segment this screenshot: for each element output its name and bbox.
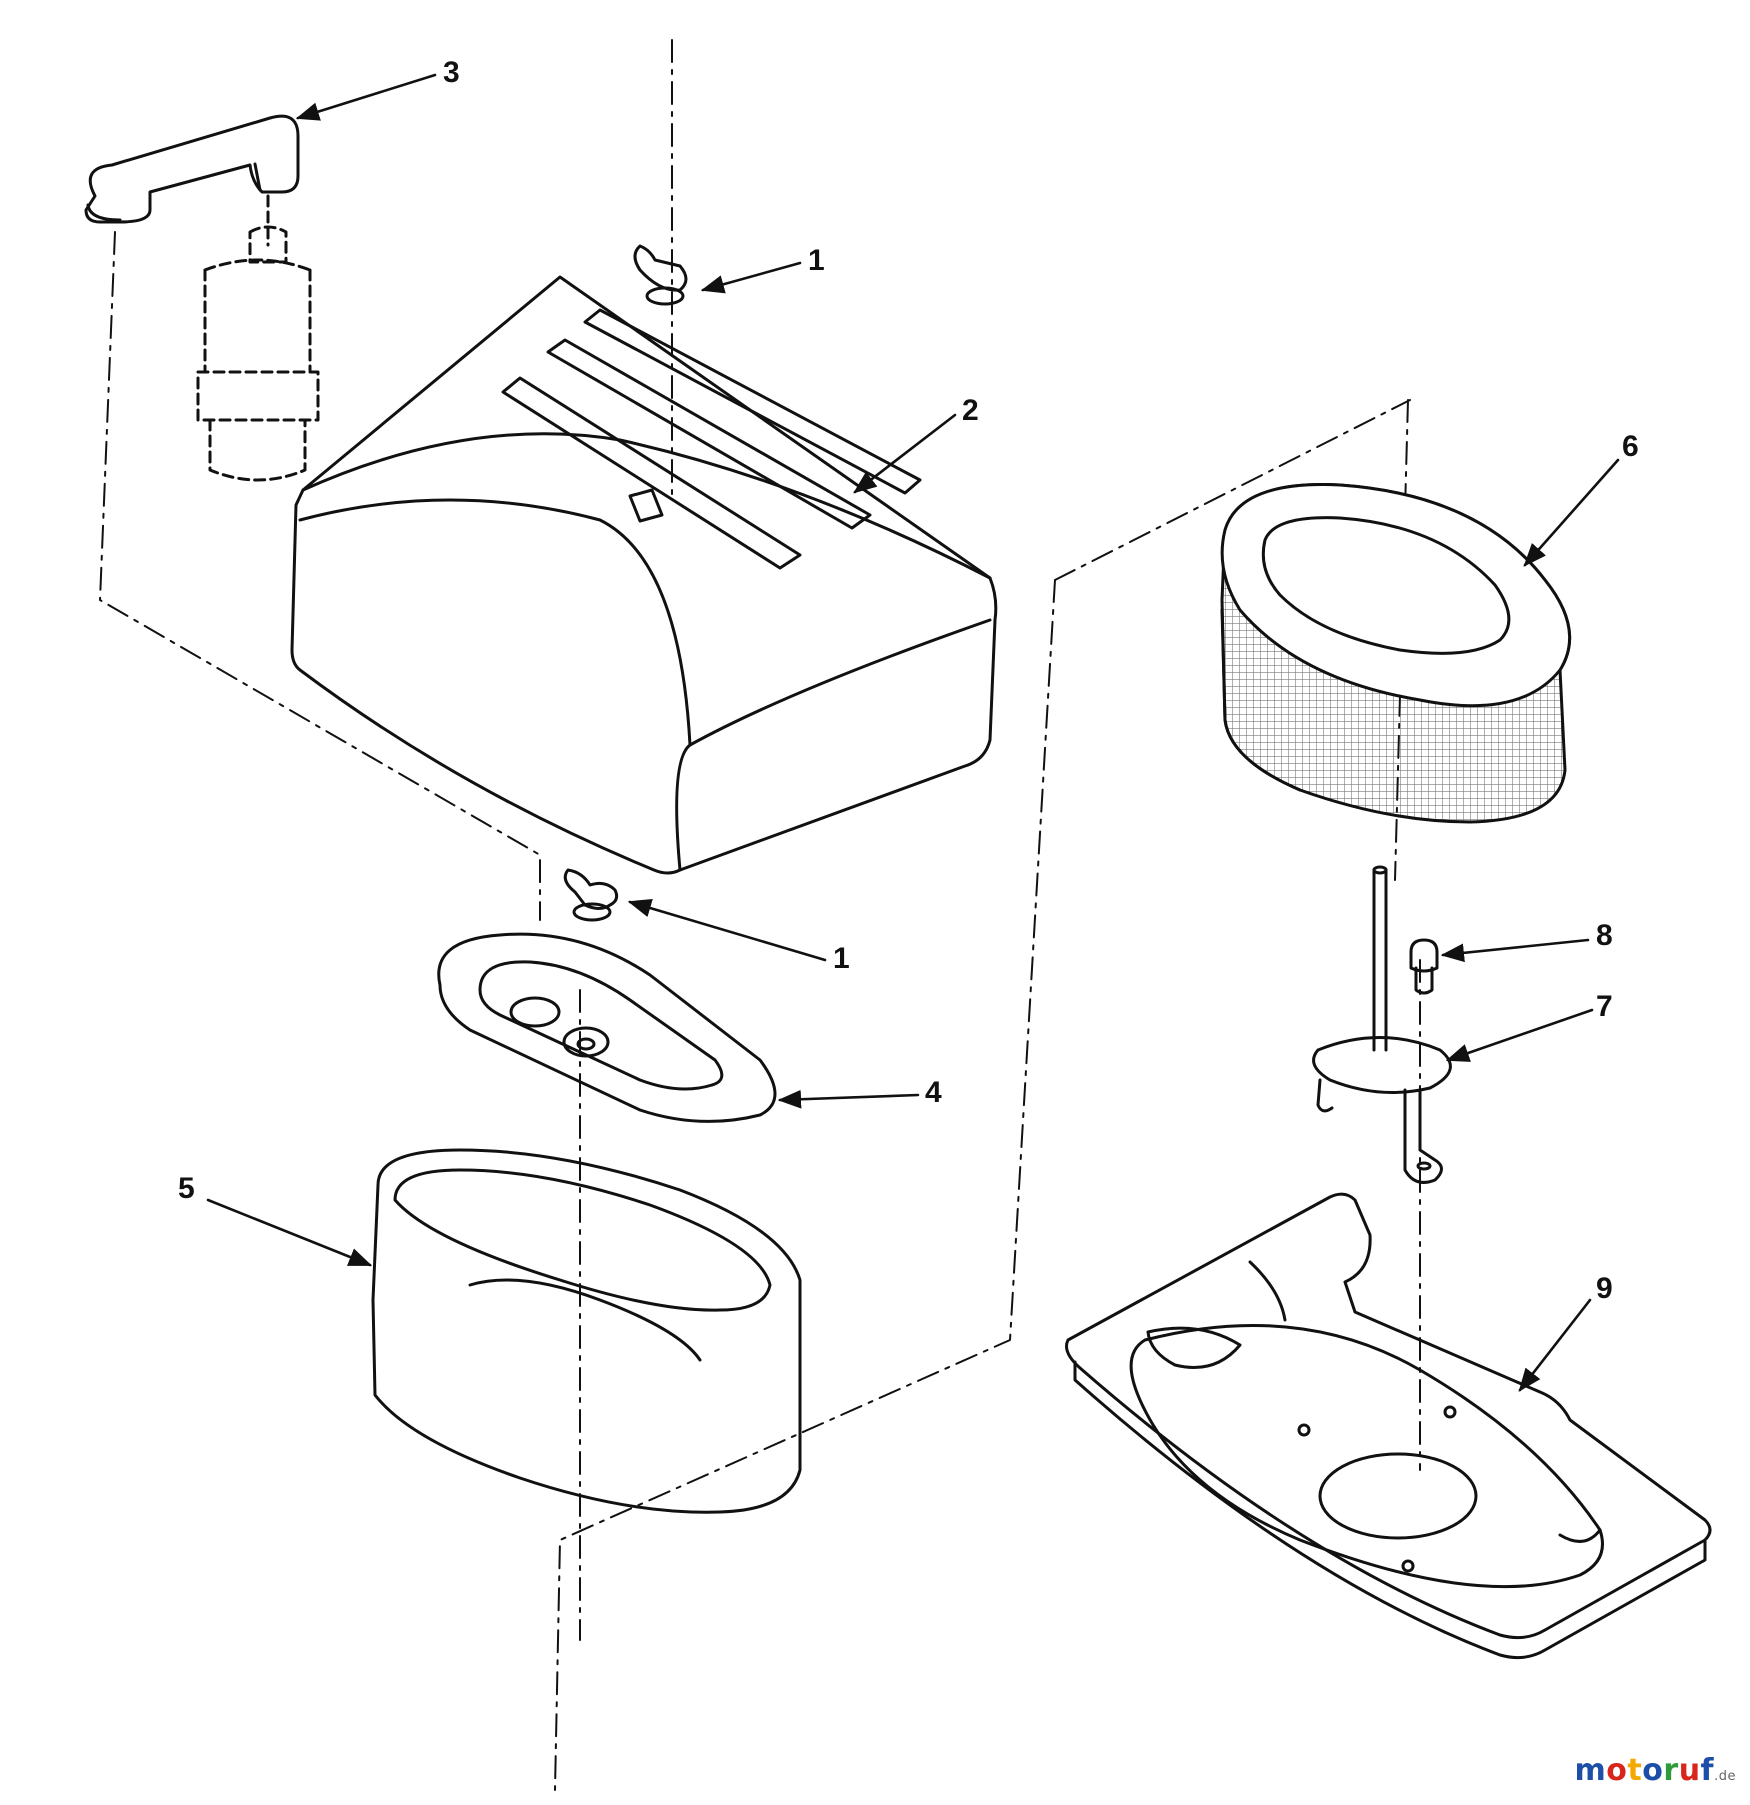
wm-letter: m bbox=[1574, 1753, 1607, 1788]
callout-4: 4 bbox=[925, 1076, 942, 1109]
part-3-elbow bbox=[84, 114, 300, 224]
part-1-wing-nut-bottom bbox=[563, 868, 619, 922]
wm-letter: t bbox=[1627, 1753, 1643, 1788]
wm-letter: o bbox=[1606, 1753, 1628, 1788]
part-2-cover bbox=[290, 275, 998, 875]
watermark-logo: motoruf.de bbox=[1575, 1753, 1736, 1788]
callout-8: 8 bbox=[1596, 919, 1613, 952]
part-5-bowl bbox=[371, 1148, 802, 1514]
callout-numbers: 1 2 3 1 4 5 6 7 8 9 bbox=[178, 56, 1639, 1305]
wm-letter: u bbox=[1678, 1753, 1701, 1788]
callout-1-bottom: 1 bbox=[833, 942, 850, 975]
wm-suffix: .de bbox=[1714, 1769, 1736, 1784]
part-4-base-plate bbox=[437, 932, 777, 1123]
callout-3: 3 bbox=[443, 56, 460, 89]
part-9-back-plate bbox=[1065, 1192, 1712, 1660]
part-8-screw bbox=[1409, 938, 1439, 995]
part-1-wing-nut-top bbox=[633, 244, 688, 306]
callout-6: 6 bbox=[1622, 430, 1639, 463]
callout-2: 2 bbox=[962, 394, 979, 427]
wm-letter: r bbox=[1663, 1753, 1679, 1788]
callout-1-top: 1 bbox=[808, 244, 825, 277]
part-7-stud-bracket bbox=[1312, 865, 1452, 1184]
callout-7: 7 bbox=[1596, 990, 1613, 1023]
wm-letter: f bbox=[1700, 1753, 1715, 1788]
wm-letter: o bbox=[1642, 1753, 1664, 1788]
part-6-filter-element bbox=[1220, 483, 1572, 824]
leader-arrows bbox=[206, 73, 1620, 1392]
callout-9: 9 bbox=[1596, 1272, 1613, 1305]
callout-5: 5 bbox=[178, 1172, 195, 1205]
breather-element-dashed bbox=[196, 194, 320, 482]
